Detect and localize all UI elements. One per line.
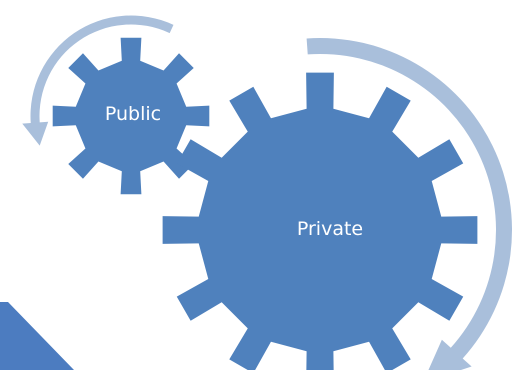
public-gear-label: Public (105, 103, 161, 125)
large-gear-shape (162, 72, 478, 370)
corner-triangle-shape (0, 302, 74, 370)
large-gear-rotation-arrow (306, 38, 512, 370)
small-gear-shape (52, 37, 210, 195)
small-gear-rotation-arrow (22, 15, 174, 146)
private-gear-label: Private (297, 218, 363, 240)
